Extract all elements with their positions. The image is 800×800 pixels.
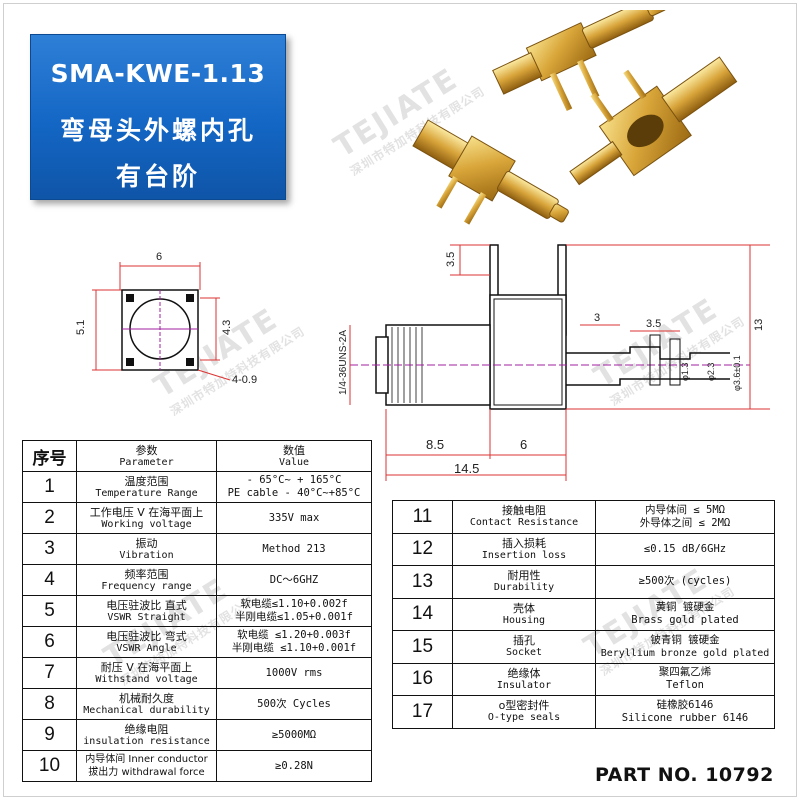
dim-width: 6 (156, 251, 162, 263)
side-view-drawing: 3.5 13 3 3.5 φ1.3 φ2.3 φ3.6±0.1 1/4-36UN… (338, 244, 770, 481)
dim-len-14-5: 14.5 (454, 461, 479, 476)
part-number: PART NO. 10792 (595, 764, 774, 786)
dim-height-left: 5.1 (75, 320, 87, 335)
page-frame (3, 3, 797, 797)
dim-dia-3-6: φ3.6±0.1 (732, 355, 742, 391)
dim-len-8-5: 8.5 (426, 437, 444, 452)
dim-total-height: 13 (753, 319, 765, 331)
title-model: SMA-KWE-1.13 (50, 59, 266, 88)
dim-dia-1-3: φ1.3 (680, 363, 690, 381)
title-description: 弯母头外螺内孔 (59, 116, 256, 145)
dim-holes: 4-0.9 (232, 374, 257, 386)
footprint-drawing: 6 5.1 4.3 4-0.9 (75, 251, 257, 386)
title-badge: SMA-KWE-1.13 弯母头外螺内孔 有台阶 (30, 34, 286, 200)
connector-top (492, 10, 667, 111)
dim-3: 3 (594, 312, 600, 324)
dim-height-right: 4.3 (221, 320, 233, 335)
product-photo (412, 10, 738, 225)
dim-len-6: 6 (520, 437, 527, 452)
header-no: 序号 (22, 440, 77, 472)
dim-3-5: 3.5 (646, 318, 661, 330)
dim-dia-2-3: φ2.3 (706, 363, 716, 381)
title-subdescription: 有台阶 (115, 162, 200, 191)
dim-thread: 1/4-36UNS-2A (338, 330, 349, 395)
dim-pin-height: 3.5 (445, 252, 457, 267)
connector-right (569, 56, 738, 186)
connector-left (412, 119, 569, 225)
